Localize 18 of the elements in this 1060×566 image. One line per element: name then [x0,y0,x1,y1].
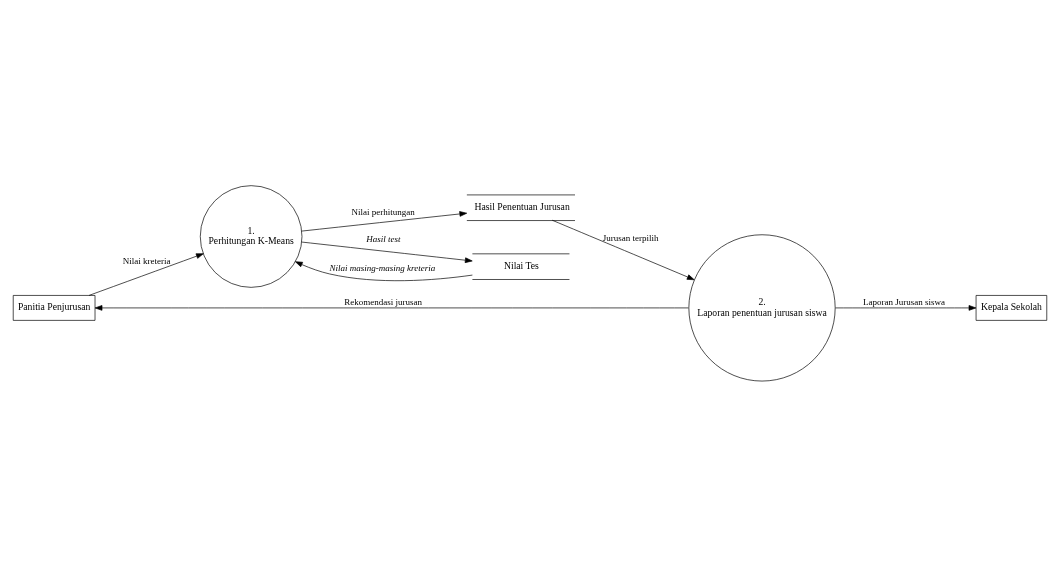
node-box: Kepala Sekolah [975,294,1048,321]
edge-label: Nilai kreteria [122,255,171,266]
edge-label: Laporan Jurusan siswa [863,296,946,307]
node-box: Panitia Penjurusan [12,294,96,321]
edge-label: Jurusan terpilih [602,232,659,243]
arrow [551,219,695,280]
node-text: Hasil Penentuan Jurusan [474,200,570,212]
edge-label: Hasil test [366,233,401,244]
edge-label: Nilai perhitungan [351,206,415,217]
edge-label: Nilai masing-masing kreteria [329,262,436,273]
arrow [301,241,473,263]
edge-label: Rekomendasi jurusan [344,296,422,307]
arrow [94,304,689,311]
node-text: Nilai Tes [503,259,539,271]
arrow [295,260,473,281]
arrow [88,252,204,296]
arrow [835,304,977,311]
arrow [301,210,468,231]
